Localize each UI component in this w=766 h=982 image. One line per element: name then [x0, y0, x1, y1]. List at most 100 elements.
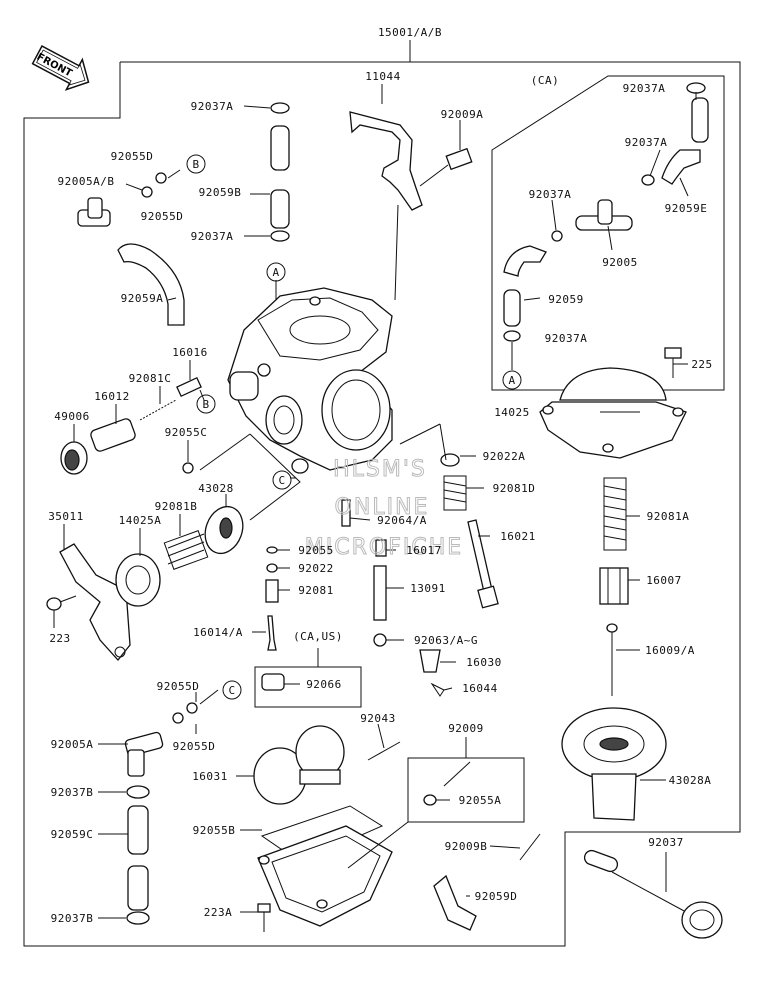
clip-ca-bottom — [503, 330, 521, 342]
label-92059: 92059 — [548, 293, 584, 306]
label-92005ab: 92005A/B — [58, 175, 115, 188]
label-16030: 16030 — [466, 656, 502, 669]
bracket-part — [349, 111, 423, 301]
watermark: HLSM'S ONLINE MICROFICHE — [304, 457, 461, 561]
label-ref-b-top: B — [192, 158, 199, 171]
clip-top — [270, 102, 290, 114]
label-92055d-top: 92055D — [111, 150, 154, 163]
spring-92081b — [163, 530, 209, 570]
label-92081b: 92081B — [155, 500, 198, 513]
screw-223a — [257, 903, 271, 932]
o-ring-low2 — [186, 702, 198, 714]
rod-16021 — [467, 519, 493, 593]
clip-16044 — [430, 682, 445, 697]
pilot-screw-assembly — [60, 376, 202, 475]
leader-lines — [53, 84, 697, 919]
label-92055d-low2: 92055D — [173, 740, 216, 753]
label-92059c: 92059C — [51, 828, 94, 841]
label-92059b: 92059B — [199, 186, 242, 199]
washer-92022a — [440, 453, 460, 467]
label-16031: 16031 — [192, 770, 228, 783]
hose-92059c — [127, 805, 149, 855]
label-223: 223 — [49, 632, 70, 645]
label-92055: 92055 — [298, 544, 334, 557]
label-92022: 92022 — [298, 562, 334, 575]
label-43028: 43028 — [198, 482, 234, 495]
label-14025a: 14025A — [119, 514, 162, 527]
label-16016: 16016 — [172, 346, 208, 359]
hose-92059a — [117, 243, 185, 326]
label-92037a-ca-left: 92037A — [529, 188, 572, 201]
watermark-line-2: ONLINE — [335, 495, 430, 520]
label-92037a-top: 92037A — [191, 100, 234, 113]
clip-ca-mid — [641, 174, 655, 186]
o-ring-92055a — [423, 794, 437, 806]
hose-top — [270, 125, 290, 171]
float-16031 — [253, 725, 345, 805]
label-92043: 92043 — [360, 712, 396, 725]
label-92005: 92005 — [602, 256, 638, 269]
tool-92037 — [583, 849, 723, 939]
label-16017: 16017 — [406, 544, 442, 557]
label-16014a: 16014/A — [193, 626, 243, 639]
hose-92059b — [270, 189, 290, 229]
pin-92043 — [367, 741, 401, 761]
label-225: 225 — [691, 358, 712, 371]
label-92037a-ca-top: 92037A — [623, 82, 666, 95]
label-92037b-bottom: 92037B — [51, 912, 94, 925]
label-92009b: 92009B — [445, 840, 488, 853]
clip-ca-top — [686, 82, 706, 94]
label-ref-a-ca: A — [508, 374, 515, 387]
label-92055b: 92055B — [193, 824, 236, 837]
ca-region-frame — [491, 75, 725, 391]
clip-mid — [270, 230, 290, 242]
fitting-92005ab — [77, 197, 111, 227]
jet-92009 — [443, 761, 471, 787]
label-43028a: 43028A — [669, 774, 712, 787]
o-ring-top — [155, 172, 167, 184]
reference-circles — [186, 154, 522, 700]
label-92009a: 92009A — [441, 108, 484, 121]
jet-16017 — [375, 539, 387, 557]
tee-fitting-92005 — [575, 199, 633, 231]
top-cover-14025 — [539, 367, 687, 459]
screw-223 — [46, 595, 77, 611]
label-49006: 49006 — [54, 410, 90, 423]
pilot-screw-16014 — [267, 615, 277, 651]
hose-ca-upper — [691, 97, 709, 143]
ca-us-region-box — [254, 666, 362, 708]
label-ref-a-body: A — [272, 266, 279, 279]
jet-92009b — [519, 833, 541, 861]
label-11044: 11044 — [365, 70, 401, 83]
label-ref-c-low: C — [228, 684, 235, 697]
hose-92059e — [661, 149, 701, 185]
fitting-92005a — [124, 731, 164, 777]
label-ref-b-body: B — [202, 398, 209, 411]
diaphragm-43028 — [204, 505, 244, 555]
hose-92059d — [433, 874, 477, 931]
label-92055a: 92055A — [459, 794, 502, 807]
o-ring-low — [172, 712, 184, 724]
o-ring-92055c — [182, 462, 194, 474]
hose-92059 — [503, 289, 521, 327]
diaphragm-43028a — [561, 707, 667, 821]
cover-14025a — [115, 553, 161, 607]
label-92066: 92066 — [306, 678, 342, 691]
label-92005a: 92005A — [51, 738, 94, 751]
jet-92063 — [373, 633, 387, 647]
float-bowl — [257, 825, 393, 927]
o-ring-top2 — [141, 186, 153, 198]
label-92059d: 92059D — [475, 890, 518, 903]
front-arrow-icon: FRONT — [31, 45, 90, 91]
needle-jet-13091 — [373, 565, 387, 621]
jet-92064a — [341, 499, 351, 527]
label-16044: 16044 — [462, 682, 498, 695]
clip-ca-left — [551, 230, 563, 242]
screw-225 — [664, 347, 682, 378]
float-valve-16030 — [419, 649, 441, 673]
main-assembly-frame — [23, 61, 741, 947]
label-ca: (CA) — [531, 74, 560, 87]
label-92081d: 92081D — [493, 482, 536, 495]
lever-35011 — [59, 543, 131, 662]
label-35011: 35011 — [48, 510, 84, 523]
